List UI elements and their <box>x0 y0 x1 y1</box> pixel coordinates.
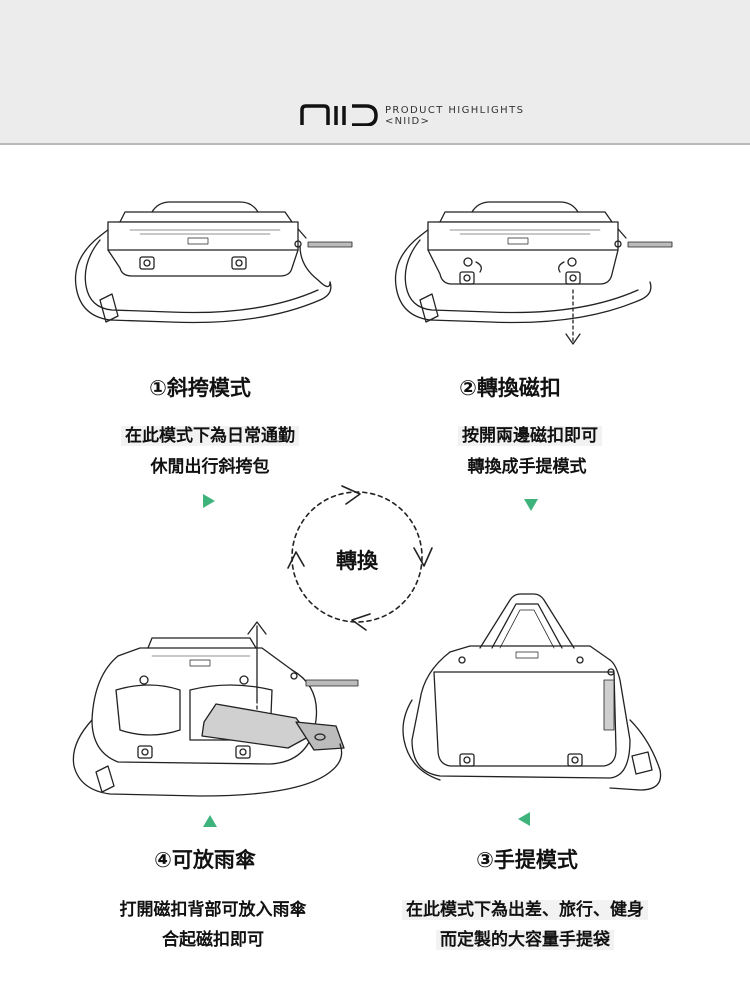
mode-tote-title: ③手提模式 <box>476 848 578 872</box>
mode-tote-desc-text1: 在此模式下為出差、旅行、健身 <box>402 900 648 920</box>
mode-crossbody-title: ①斜挎模式 <box>149 376 251 400</box>
mode-magnet-desc-line1: 按開兩邊磁扣即可 <box>380 424 680 448</box>
magnet-bag-illustration <box>394 201 673 345</box>
tote-bag-illustration <box>402 593 662 791</box>
mode-crossbody-desc-text1: 在此模式下為日常通勤 <box>121 426 299 446</box>
mode-magnet-desc-text1: 按開兩邊磁扣即可 <box>458 426 602 446</box>
green-arrow-left-icon <box>518 812 530 826</box>
green-arrow-down-icon <box>524 499 538 511</box>
crossbody-bag-illustration <box>74 201 353 324</box>
mode-umbrella-title: ④可放雨傘 <box>154 848 256 872</box>
mode-umbrella-desc-line1: 打開磁扣背部可放入雨傘 <box>119 900 307 920</box>
mode-tote-desc-line2: 而定製的大容量手提袋 <box>370 928 680 952</box>
conversion-label: 轉換 <box>336 549 378 573</box>
niid-logo-icon <box>300 104 378 126</box>
umbrella-bag-illustration <box>72 621 359 797</box>
mode-tote-desc-line1: 在此模式下為出差、旅行、健身 <box>370 898 680 922</box>
green-arrow-up-icon <box>203 815 217 827</box>
mode-crossbody-desc-line1: 在此模式下為日常通勤 <box>60 424 360 448</box>
conversion-cycle-arrows <box>287 485 433 631</box>
mode-crossbody-desc-line2: 休閒出行斜挎包 <box>150 457 270 477</box>
mode-tote-desc-text2: 而定製的大容量手提袋 <box>436 930 614 950</box>
mode-magnet-desc-line2: 轉換成手提模式 <box>467 457 587 477</box>
header-banner: PRODUCT HIGHLIGHTS <NIID> <box>0 0 750 145</box>
green-arrow-right-icon <box>203 494 215 508</box>
product-highlights-subtitle: <NIID> <box>385 116 431 127</box>
mode-magnet-title: ②轉換磁扣 <box>459 376 561 400</box>
product-highlights-title: PRODUCT HIGHLIGHTS <box>385 105 525 116</box>
mode-umbrella-desc-line2: 合起磁扣即可 <box>162 930 264 950</box>
